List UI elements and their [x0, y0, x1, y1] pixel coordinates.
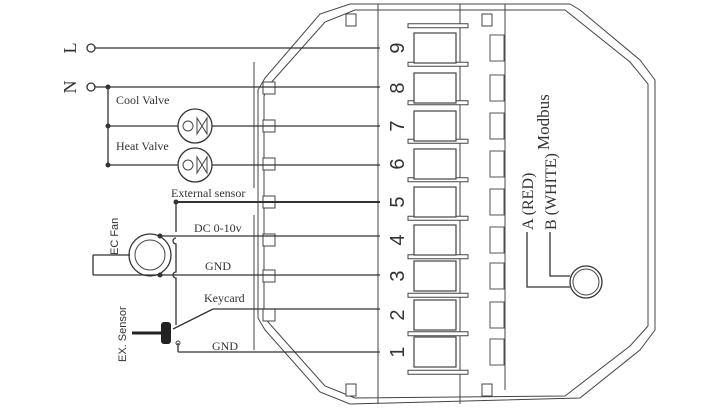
housing-tab — [481, 13, 493, 27]
external-sensor-label: External sensor — [171, 186, 245, 200]
housing-clip — [262, 308, 276, 322]
terminal-number-4: 4 — [387, 234, 409, 245]
b-white-label: B (WHITE) — [543, 153, 560, 230]
housing-tab — [345, 13, 357, 27]
terminal-number-6: 6 — [387, 158, 409, 169]
terminal-clip — [489, 262, 505, 290]
terminal-slot-6 — [413, 148, 457, 180]
power-terminal-n: N — [60, 81, 96, 94]
terminal-screw-column — [262, 13, 505, 397]
terminal-slot-5 — [413, 186, 457, 218]
terminal-clip — [489, 74, 505, 102]
terminal-slot-2 — [413, 299, 457, 331]
housing-clip — [262, 233, 276, 247]
terminal-clip — [489, 301, 505, 329]
housing-tab — [345, 383, 357, 397]
housing-tab — [481, 383, 493, 397]
terminal-block — [407, 23, 469, 375]
terminal-separator — [407, 369, 469, 375]
gnd-label-2: GND — [212, 339, 238, 353]
n-label: N — [60, 81, 80, 94]
terminal-numbers: 1 2 3 4 5 6 7 8 9 — [387, 42, 409, 357]
terminal-slot-4 — [413, 224, 457, 256]
wires — [92, 47, 380, 353]
terminal-separator — [407, 23, 469, 29]
housing-clip — [262, 269, 276, 283]
terminal-number-7: 7 — [387, 120, 409, 131]
ex-sensor-symbol — [132, 322, 181, 346]
modbus-label: Modbus — [534, 94, 553, 150]
keycard-label: Keycard — [204, 291, 245, 305]
terminal-number-3: 3 — [387, 270, 409, 281]
cool-valve-symbol — [177, 108, 213, 144]
ec-fan-symbol — [128, 233, 172, 277]
terminal-number-5: 5 — [387, 196, 409, 207]
terminal-separator — [407, 331, 469, 337]
heat-valve-symbol — [177, 147, 213, 183]
terminal-clip — [489, 150, 505, 178]
terminal-number-9: 9 — [387, 42, 409, 53]
heat-valve-label: Heat Valve — [116, 139, 169, 153]
l-label: L — [60, 43, 80, 54]
terminal-slot-8 — [413, 72, 457, 104]
terminal-slot-3 — [413, 260, 457, 292]
power-terminal-l: L — [60, 43, 96, 54]
modbus-connector — [526, 232, 603, 299]
cool-valve-label: Cool Valve — [116, 93, 169, 107]
terminal-number-2: 2 — [387, 309, 409, 320]
terminal-slot-1 — [413, 336, 457, 368]
housing-clip — [262, 157, 276, 171]
terminal-separator — [407, 292, 469, 298]
terminal-slot-9 — [413, 32, 457, 64]
ec-fan-label: EC Fan — [109, 218, 121, 255]
terminal-slot-7 — [413, 110, 457, 142]
terminal-clip — [489, 34, 505, 62]
terminal-number-1: 1 — [387, 346, 409, 357]
ex-sensor-label: EX. Sensor — [117, 306, 129, 362]
terminal-clip — [489, 188, 505, 216]
terminal-clip — [489, 338, 505, 366]
terminal-clip — [489, 226, 505, 254]
terminal-number-8: 8 — [387, 82, 409, 93]
dc-0-10v-label: DC 0-10v — [194, 221, 242, 235]
a-red-label: A (RED) — [520, 173, 537, 230]
housing-clip — [262, 81, 276, 95]
gnd-label: GND — [205, 259, 231, 273]
terminal-clip — [489, 112, 505, 140]
